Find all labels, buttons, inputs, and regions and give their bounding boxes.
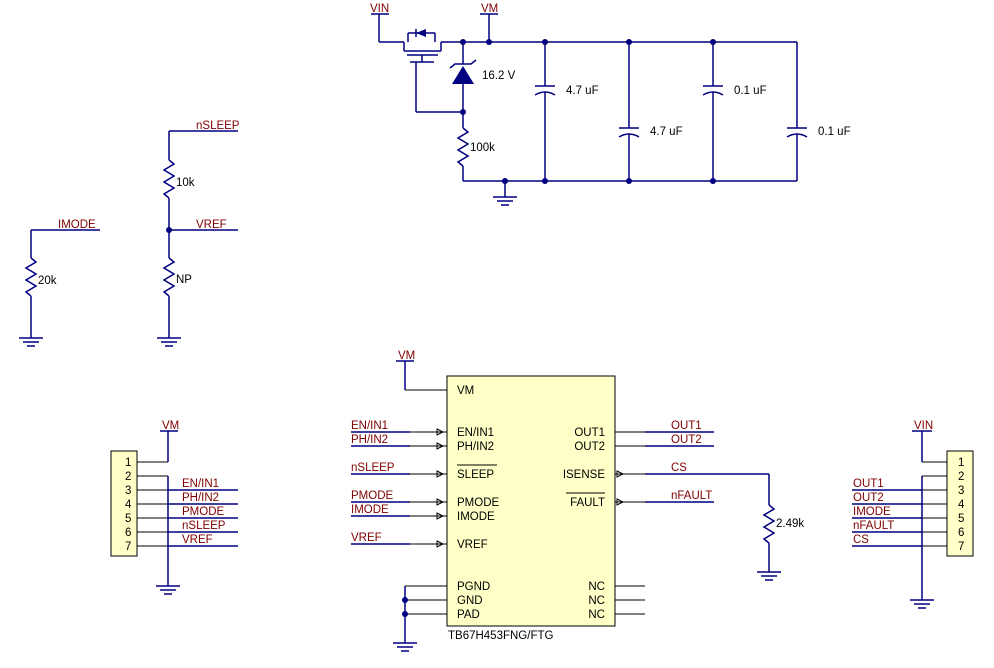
ground-symbol [157,337,181,347]
bypass-capacitor-1: 0.1 uF [702,42,767,181]
ground-symbol [757,571,781,581]
ic-pin-pgnd: PGND [457,581,490,593]
ic-net-ph-in2: PH/IN2 [351,434,388,446]
right-pin-3: 3 [958,485,964,497]
cap1-value: 4.7 uF [566,85,599,97]
ic-net-pmode: PMODE [351,490,394,502]
nsleep-net-label: nSLEEP [196,120,240,132]
cap3-value: 0.1 uF [734,85,767,97]
ground-symbol [910,599,934,609]
ic-pin-isense: ISENSE [563,469,606,481]
ic-net-out2: OUT2 [671,434,702,446]
current-sense-resistor: 2.49k [757,474,804,581]
imode-resistor-value: 20k [38,275,57,287]
ic-pin-imode: IMODE [457,511,495,523]
ic-pin-out1: OUT1 [574,427,605,439]
ic-net-out1: OUT1 [671,420,702,432]
left-net-vref: VREF [182,534,213,546]
right-pin-6: 6 [958,527,964,539]
left-net-pmode: PMODE [182,506,225,518]
imode-network: IMODE 20k [19,219,100,347]
ground-symbol [156,585,180,595]
ic-part-name: TB67H453FNG/FTG [448,630,553,642]
right-pin-4: 4 [958,499,965,511]
left-net-nsleep: nSLEEP [182,520,226,532]
right-pin-5: 5 [958,513,964,525]
sense-resistor-value: 2.49k [776,518,804,530]
left-net-ph-in2: PH/IN2 [182,492,219,504]
bulk-capacitor-1: 4.7 uF [534,42,599,181]
ic-pin-nc-3: NC [588,609,605,621]
vin-label: VIN [370,3,389,15]
left-pin-2: 2 [125,471,131,483]
right-pin-2: 2 [958,471,964,483]
left-pin-5: 5 [125,513,131,525]
ic-net-vref: VREF [351,532,382,544]
left-pin-1: 1 [125,457,131,469]
ground-symbol [393,642,417,652]
ic-pin-vref: VREF [457,539,488,551]
vm-label: VM [481,3,498,15]
power-section: VIN VM [370,3,851,206]
vref-divider: nSLEEP 10k VREF NP [157,120,240,347]
right-net-cs: CS [853,534,869,546]
ic-net-nfault: nFAULT [671,490,712,502]
ic-vm-supply-label: VM [398,350,415,362]
gate-resistor-value: 100k [470,142,495,154]
ic-pin-pmode: PMODE [457,497,500,509]
ic-pin-ph-in2: PH/IN2 [457,441,494,453]
ic-pin-vm: VM [457,385,474,397]
left-net-en-in1: EN/IN1 [182,478,219,490]
ground-symbol [19,337,43,347]
motor-driver-ic: VM VM EN/IN1 PH/IN2 SLEEP PMODE IMODE VR… [351,350,804,652]
right-pin-7: 7 [958,541,964,553]
reverse-protection-mosfet [403,29,463,112]
ic-pin-nc-2: NC [588,595,605,607]
ground-symbol [493,181,517,206]
cap4-value: 0.1 uF [818,126,851,138]
ic-pin-out2: OUT2 [574,441,605,453]
zener-diode: 16.2 V [449,42,516,112]
bypass-capacitor-2: 0.1 uF [786,42,851,181]
ic-net-en-in1: EN/IN1 [351,420,388,432]
left-pin-4: 4 [125,499,132,511]
ic-net-nsleep: nSLEEP [351,462,395,474]
right-header: 1 2 3 4 5 6 7 VIN OUT1 OUT2 IMODE nFAULT… [852,420,974,609]
ic-pin-gnd: GND [457,595,483,607]
divider-r2-value: NP [176,274,192,286]
right-net-nfault: nFAULT [853,520,894,532]
right-header-vin-label: VIN [914,420,933,432]
zener-value: 16.2 V [482,70,516,82]
cap2-value: 4.7 uF [650,126,683,138]
ic-pin-sleep: SLEEP [457,469,494,481]
left-pin-6: 6 [125,527,131,539]
right-net-out1: OUT1 [853,478,884,490]
ic-pin-pad: PAD [457,609,480,621]
imode-net-label: IMODE [58,219,96,231]
ic-net-imode: IMODE [351,504,389,516]
left-pin-7: 7 [125,541,131,553]
right-net-out2: OUT2 [853,492,884,504]
ic-pin-fault: FAULT [570,497,605,509]
right-net-imode: IMODE [853,506,891,518]
bulk-capacitor-2: 4.7 uF [618,42,683,181]
divider-r1-value: 10k [176,177,195,189]
left-header-vm-label: VM [162,420,179,432]
ic-pin-en-in1: EN/IN1 [457,427,494,439]
right-pin-1: 1 [958,457,964,469]
left-header: 1 2 3 4 5 6 7 VM EN/IN1 PH/IN2 PMODE nSL… [110,420,238,595]
ic-net-cs: CS [671,462,687,474]
ic-pin-nc-1: NC [588,581,605,593]
left-pin-3: 3 [125,485,131,497]
vref-net-label: VREF [196,219,227,231]
gate-resistor: 100k [456,112,495,181]
